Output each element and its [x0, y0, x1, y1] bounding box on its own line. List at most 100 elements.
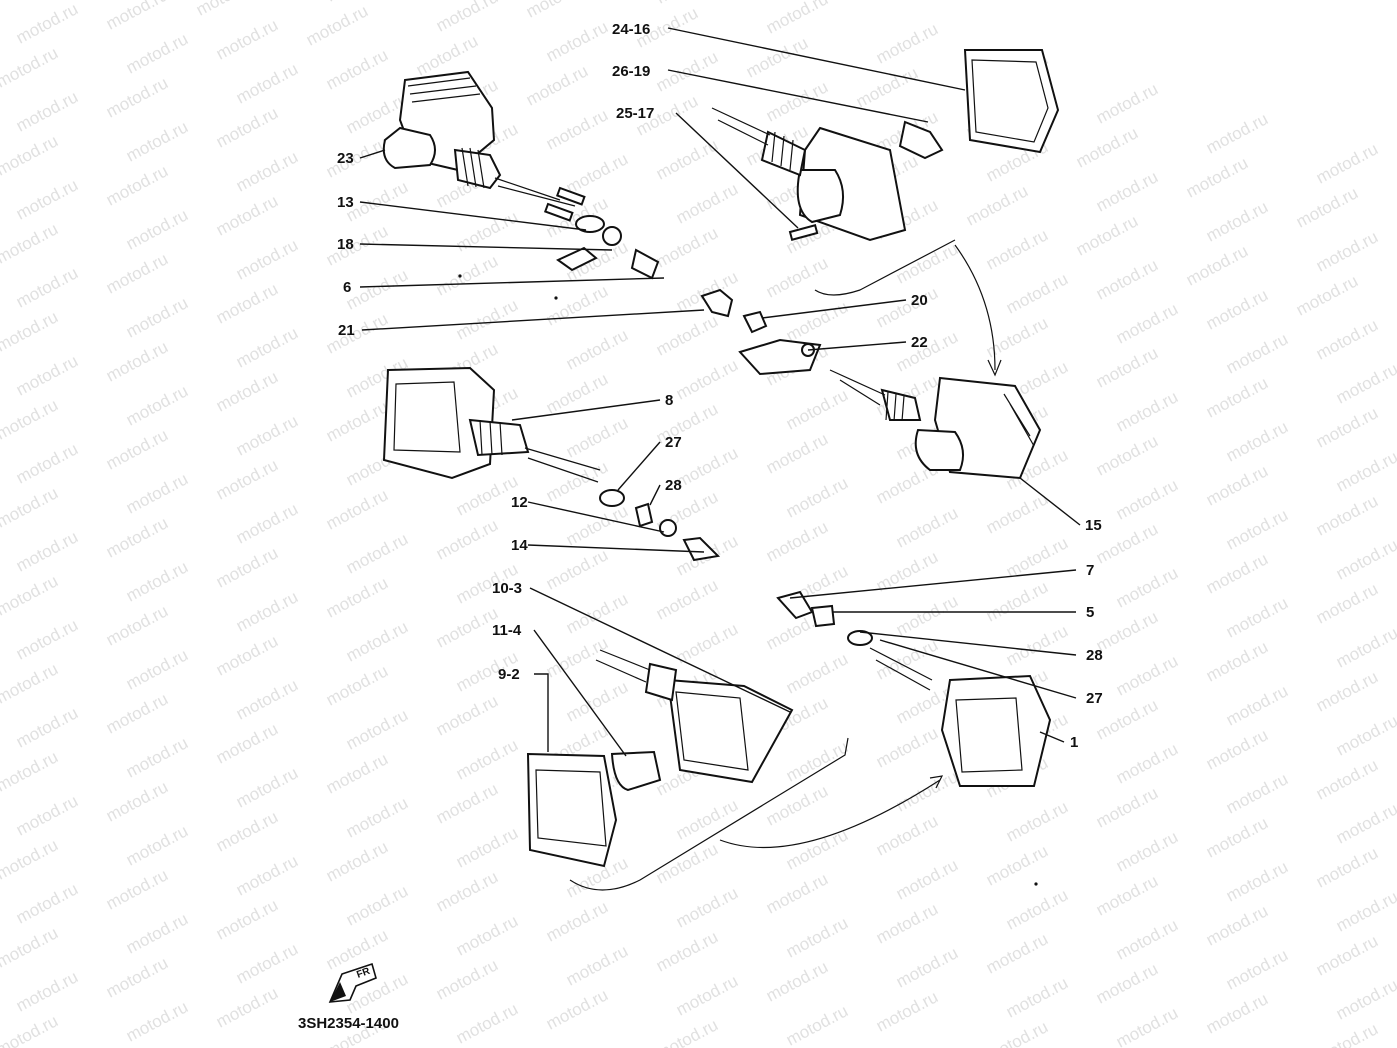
diagram-code: 3SH2354-1400 [298, 1015, 399, 1032]
watermark-text: motod.ru [323, 749, 391, 797]
watermark-text: motod.ru [1333, 887, 1397, 935]
watermark-text: motod.ru [543, 281, 611, 329]
watermark-text: motod.ru [123, 29, 191, 77]
watermark-text: motod.ru [323, 133, 391, 181]
watermark-text: motod.ru [123, 821, 191, 869]
watermark-text: motod.ru [1333, 359, 1397, 407]
watermark-text: motod.ru [123, 381, 191, 429]
watermark-text: motod.ru [653, 927, 721, 975]
watermark-text: motod.ru [13, 439, 81, 487]
watermark-text: motod.ru [433, 691, 501, 739]
watermark-text: motod.ru [1223, 593, 1291, 641]
watermark-text: motod.ru [123, 645, 191, 693]
watermark-text: motod.ru [1333, 711, 1397, 759]
watermark-text: motod.ru [433, 603, 501, 651]
watermark-text: motod.ru [673, 795, 741, 843]
watermark-text: motod.ru [343, 705, 411, 753]
watermark-text: motod.ru [763, 869, 831, 917]
watermark-text: motod.ru [103, 337, 171, 385]
watermark-text: motod.ru [1203, 813, 1271, 861]
watermark-text: motod.ru [1093, 871, 1161, 919]
watermark-text: motod.ru [543, 105, 611, 153]
watermark-text: motod.ru [653, 1015, 721, 1048]
watermark-text: motod.ru [873, 899, 941, 947]
watermark-text: motod.ru [0, 131, 61, 179]
watermark-text: motod.ru [323, 45, 391, 93]
watermark-text: motod.ru [673, 179, 741, 227]
watermark-text: motod.ru [1203, 901, 1271, 949]
watermark-text: motod.ru [963, 181, 1031, 229]
watermark-text: motod.ru [453, 911, 521, 959]
watermark-text: motod.ru [1313, 315, 1381, 363]
watermark-text: motod.ru [0, 835, 61, 883]
watermark-text: motod.ru [1003, 621, 1071, 669]
watermark-text: motod.ru [433, 515, 501, 563]
watermark-text: motod.ru [233, 675, 301, 723]
watermark-text: motod.ru [743, 33, 811, 81]
watermark-text: motod.ru [1313, 931, 1381, 979]
watermark-text: motod.ru [853, 63, 921, 111]
watermark-text: motod.ru [433, 251, 501, 299]
watermark-text: motod.ru [0, 483, 61, 531]
watermark-text: motod.ru [323, 309, 391, 357]
callout-labels: 24-16 26-19 25-17 23 13 18 6 20 21 22 8 … [337, 21, 1103, 751]
watermark-text: motod.ru [783, 913, 851, 961]
watermark-text: motod.ru [1333, 535, 1397, 583]
callout-27: 27 [665, 434, 682, 451]
watermark-text: motod.ru [673, 883, 741, 931]
watermark-text: motod.ru [563, 589, 631, 637]
watermark-text: motod.ru [13, 791, 81, 839]
callout-18: 18 [337, 236, 354, 253]
watermark-text: motod.ru [303, 1, 371, 49]
watermark-text: motod.ru [1333, 799, 1397, 847]
watermark-text: motod.ru [673, 443, 741, 491]
callout-9-2: 9-2 [498, 666, 520, 683]
parts-drawing [359, 27, 1081, 891]
watermark-text: motod.ru [13, 703, 81, 751]
watermark-text: motod.ru [1203, 197, 1271, 245]
watermark-text: motod.ru [323, 661, 391, 709]
watermark-text: motod.ru [893, 503, 961, 551]
watermark-text: motod.ru [213, 367, 281, 415]
watermark-text: motod.ru [873, 283, 941, 331]
watermark-text: motod.ru [893, 591, 961, 639]
watermark-text: motod.ru [1003, 797, 1071, 845]
watermark-text: motod.ru [783, 473, 851, 521]
watermark-text: motod.ru [783, 385, 851, 433]
watermark-text: motod.ru [1093, 959, 1161, 1007]
watermark-text: motod.ru [453, 823, 521, 871]
watermark-text: motod.ru [543, 545, 611, 593]
watermark-text: motod.ru [123, 997, 191, 1045]
watermark-text: motod.ru [13, 351, 81, 399]
watermark-text: motod.ru [1093, 343, 1161, 391]
watermark-text: motod.ru [653, 839, 721, 887]
watermark-text: motod.ru [433, 867, 501, 915]
watermark-text: motod.ru [323, 925, 391, 973]
watermark-text: motod.ru [783, 649, 851, 697]
watermark-text: motod.ru [1313, 403, 1381, 451]
watermark-text: motod.ru [653, 223, 721, 271]
watermark-text: motod.ru [103, 953, 171, 1001]
watermark-text: motod.ru [1313, 1019, 1381, 1048]
watermark-text: motod.ru [1223, 769, 1291, 817]
watermark-text: motod.ru [323, 485, 391, 533]
watermark-text: motod.ru [1113, 1003, 1181, 1048]
watermark-text: motod.ru [983, 225, 1051, 273]
watermark-text: motod.ru [1313, 667, 1381, 715]
watermark-text: motod.ru [0, 571, 61, 619]
watermark-text: motod.ru [873, 635, 941, 683]
watermark-text: motod.ru [453, 735, 521, 783]
callout-26-19: 26-19 [612, 63, 650, 80]
watermark-text: motod.ru [523, 0, 591, 22]
watermark-text: motod.ru [1293, 183, 1361, 231]
watermark-text: motod.ru [1333, 447, 1397, 495]
rear-left-turn-signal-drawing [382, 366, 721, 562]
watermark-text: motod.ru [13, 527, 81, 575]
watermark-text: motod.ru [983, 1017, 1051, 1048]
watermark-text: motod.ru [123, 733, 191, 781]
watermark-text: motod.ru [1313, 139, 1381, 187]
watermark-text: motod.ru [1313, 227, 1381, 275]
watermark-text: motod.ru [783, 1001, 851, 1048]
watermark-text: motod.ru [1203, 285, 1271, 333]
watermark-text: motod.ru [343, 881, 411, 929]
